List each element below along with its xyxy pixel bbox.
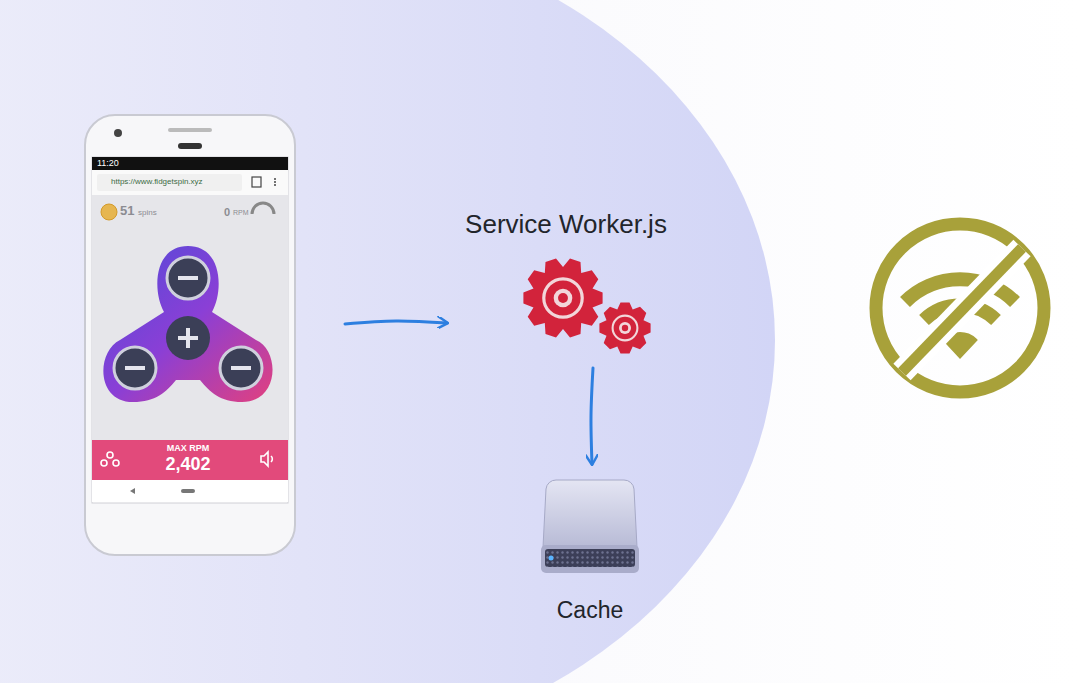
node-label: Cache bbox=[522, 597, 658, 623]
status-time: 11:20 bbox=[97, 158, 119, 168]
max-rpm-label: MAX RPM bbox=[167, 443, 210, 453]
url-text: https://www.fidgetspin.xyz bbox=[111, 177, 203, 186]
fidget-spinner bbox=[103, 246, 272, 402]
scope-region bbox=[0, 0, 775, 683]
spin-count: 51 bbox=[120, 204, 134, 219]
service-worker: Service Worker.js bbox=[451, 210, 681, 360]
rpm-unit: RPM bbox=[233, 209, 249, 217]
phone-screen: 11:20 https://www.fidgetspin.xyz 51 spins 0R… bbox=[85, 115, 295, 555]
phone-illustration bbox=[85, 115, 295, 555]
cache-store: Cache bbox=[522, 478, 658, 623]
rpm-value: 0 bbox=[224, 206, 230, 219]
drive-icon bbox=[541, 480, 639, 573]
max-rpm-value: 2,402 bbox=[165, 454, 210, 475]
flow-arrow bbox=[591, 368, 593, 464]
flow-arrow bbox=[345, 321, 447, 324]
spin-unit: spins bbox=[138, 208, 157, 217]
node-title: Service Worker.js bbox=[451, 210, 681, 240]
offline-icon bbox=[876, 224, 1044, 392]
gear-icon bbox=[523, 259, 650, 354]
